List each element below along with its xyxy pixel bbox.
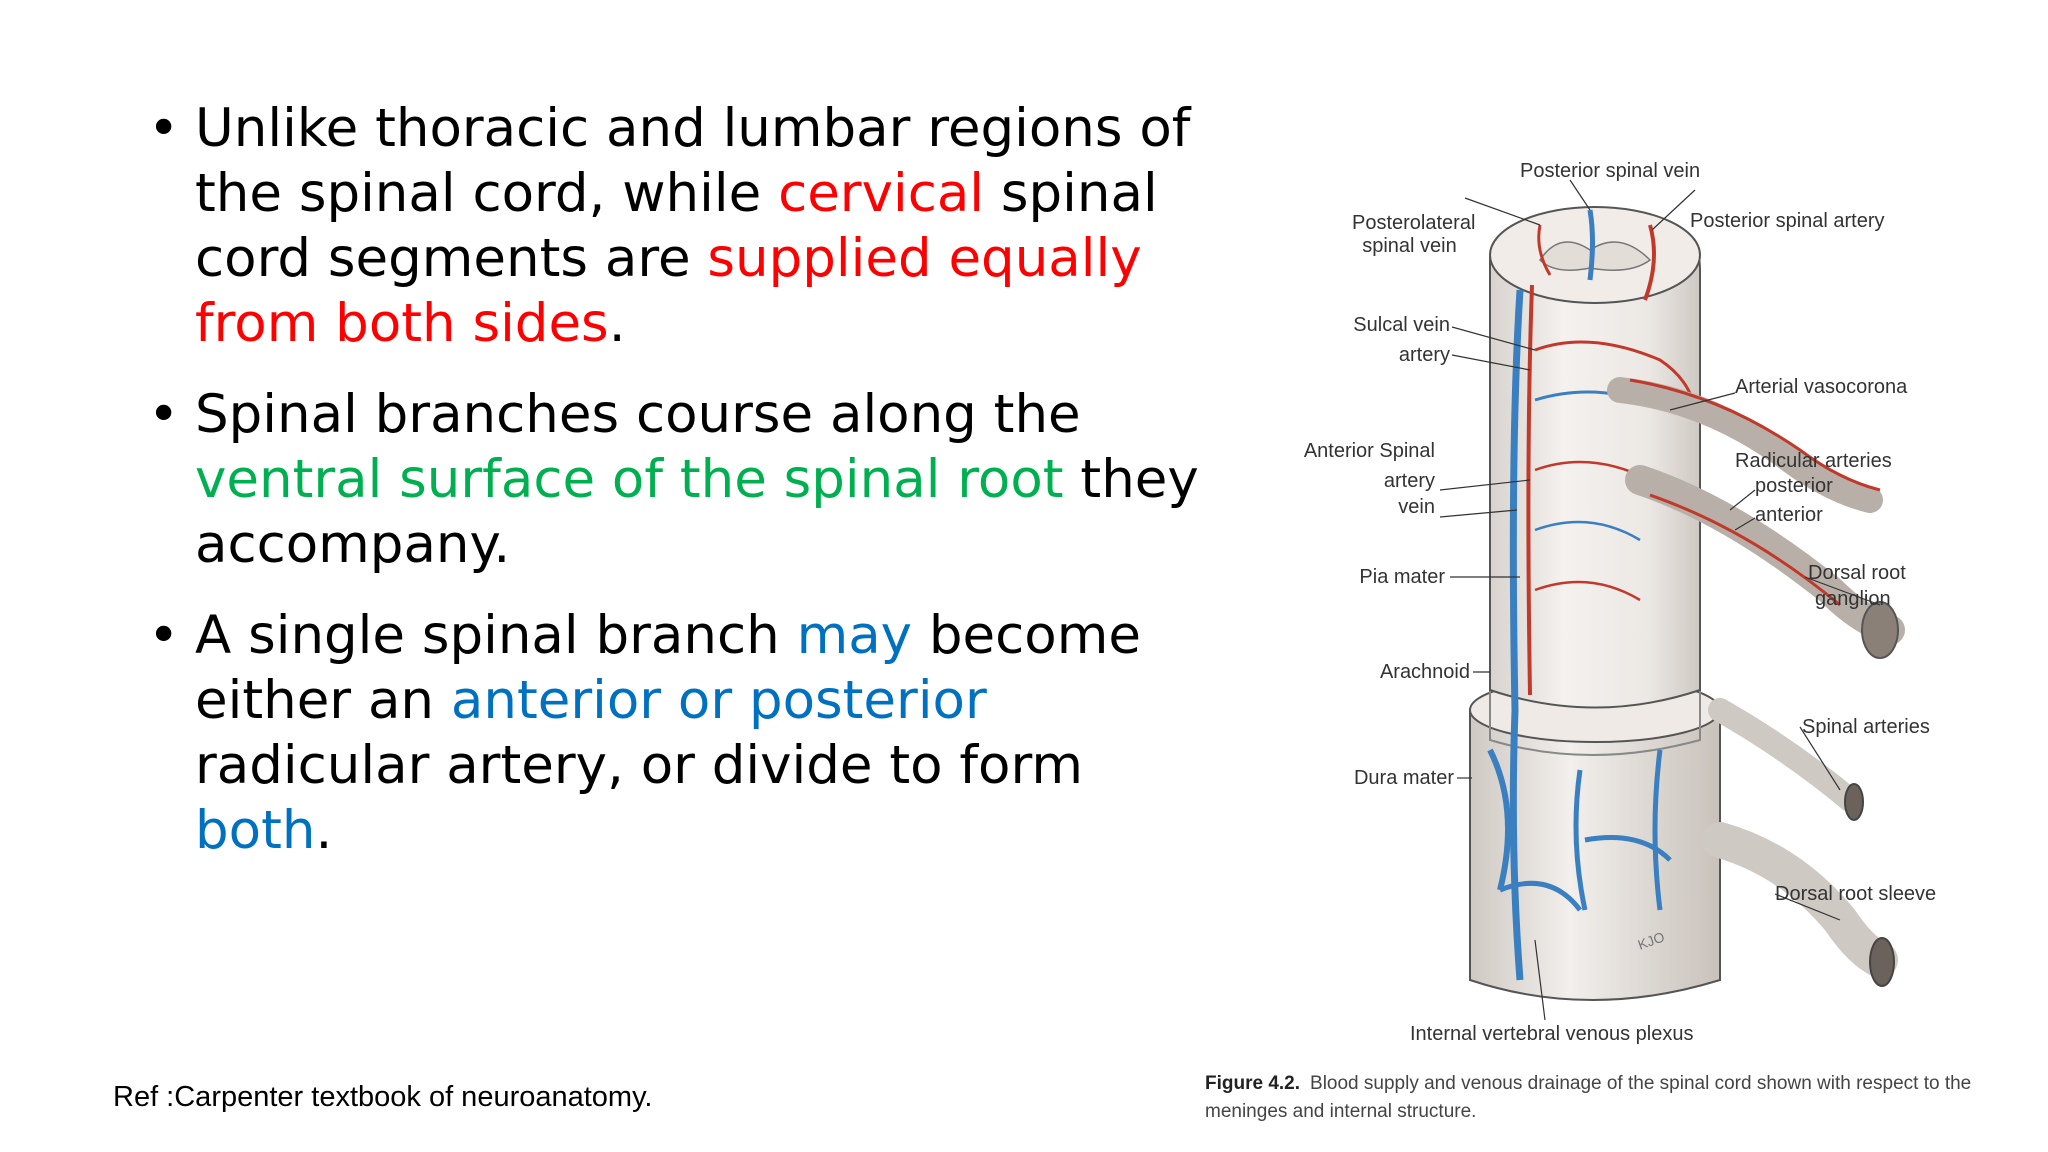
- middle-root-artery: [1649, 493, 1841, 607]
- label-radicular-posterior: posterior: [1755, 475, 1833, 497]
- label-anterior-vein: vein: [1398, 496, 1435, 518]
- label-dorsal-root-ganglion: Dorsal root: [1808, 562, 1906, 584]
- caption-label: Figure 4.2.: [1205, 1073, 1301, 1094]
- bullet-list: •Unlike thoracic and lumbar regions of t…: [148, 96, 1208, 889]
- venous-plexus-5: [1652, 749, 1663, 911]
- figure-caption: Figure 4.2.Blood supply and venous drain…: [1205, 1070, 2035, 1126]
- label-arachnoid: Arachnoid: [1379, 661, 1470, 683]
- bullet-dot: •: [148, 384, 180, 445]
- vasocorona-1: [1534, 340, 1697, 411]
- label-dorsal-root-sleeve: Dorsal root sleeve: [1775, 883, 1937, 905]
- label-internal-venous-plexus: Internal vertebral venous plexus: [1410, 1023, 1694, 1045]
- bullet-dot: •: [148, 98, 180, 159]
- posterior-spinal-vein-vessel: [1587, 209, 1595, 281]
- anatomy-figure: KJO Posterior spinal vein Posterior spin…: [1190, 150, 2040, 1135]
- upper-root: [1607, 377, 1883, 513]
- label-anterior-artery: artery: [1383, 470, 1435, 492]
- venous-plexus-1: [1487, 748, 1511, 891]
- label-posterolateral: Posterolateral: [1352, 212, 1476, 234]
- label-arterial-vasocorona: Arterial vasocorona: [1735, 376, 1908, 398]
- bullet-text-segment: cervical: [778, 163, 985, 224]
- label-sulcal-vein: Sulcal vein: [1353, 314, 1450, 336]
- posterolateral-vein-vessel: [1537, 224, 1552, 276]
- label-anterior-spinal: Anterior Spinal: [1303, 440, 1435, 462]
- bullet-text-segment: radicular artery, or divide to form: [195, 735, 1083, 796]
- bullet-text-segment: supplied equally from both sides: [195, 228, 1142, 354]
- label-posterior-spinal-artery: Posterior spinal artery: [1690, 210, 1885, 232]
- dorsal-root-ganglion-shape: [1861, 601, 1899, 659]
- bullet-item: •Spinal branches course along the ventra…: [148, 382, 1208, 577]
- bullet-text-segment: become either an: [195, 605, 1141, 731]
- bullet-text-segment: may: [796, 605, 913, 666]
- spinal-cord-illustration: KJO: [1439, 179, 1905, 1021]
- posterior-spinal-artery-vessel: [1643, 224, 1656, 301]
- bullet-item: •Unlike thoracic and lumbar regions of t…: [148, 96, 1208, 356]
- bullet-text-segment: Spinal branches course along the: [195, 384, 1081, 445]
- vasocorona-5: [1534, 580, 1641, 602]
- label-sulcal-artery: artery: [1398, 344, 1450, 366]
- anterior-spinal-artery: [1526, 284, 1534, 696]
- label-radicular-anterior: anterior: [1755, 504, 1823, 526]
- venous-plexus-4: [1584, 835, 1672, 862]
- venous-plexus-3: [1573, 769, 1588, 911]
- bullet-text-segment: anterior or posterior: [450, 670, 987, 731]
- leader-lines: [1439, 179, 1881, 1021]
- bullet-text-segment: .: [608, 293, 626, 354]
- bullet-text-segment: A single spinal branch: [195, 605, 797, 666]
- bullet-text-segment: ventral surface of the spinal root: [195, 449, 1064, 510]
- grey-matter: [1539, 241, 1652, 271]
- upper-root-artery: [1629, 378, 1881, 492]
- label-dorsal-root-ganglion-2: ganglion: [1815, 588, 1891, 610]
- bullet-text-segment: .: [315, 800, 333, 861]
- label-dura-mater: Dura mater: [1353, 767, 1454, 789]
- label-radicular-arteries: Radicular arteries: [1735, 450, 1892, 472]
- spinal-artery-branch: [1708, 698, 1862, 812]
- label-pia-mater: Pia mater: [1359, 566, 1445, 588]
- bullet-dot: •: [148, 605, 180, 666]
- label-posterolateral-2: spinal vein: [1362, 235, 1457, 257]
- spinal-artery-stump: [1844, 783, 1864, 821]
- caption-text: Blood supply and venous drainage of the …: [1205, 1073, 1972, 1122]
- bullet-text-segment: spinal cord segments are: [195, 163, 1158, 289]
- dorsal-root-sleeve-end: [1869, 937, 1895, 987]
- reference-note: Ref :Carpenter textbook of neuroanatomy.: [113, 1081, 653, 1113]
- label-posterior-spinal-vein: Posterior spinal vein: [1520, 160, 1701, 182]
- bullet-text-segment: Unlike thoracic and lumbar regions of th…: [195, 98, 1191, 224]
- lower-root: [1702, 822, 1898, 978]
- bullet-text-segment: they accompany.: [195, 449, 1199, 575]
- bullet-text-segment: both: [195, 800, 316, 861]
- label-spinal-arteries: Spinal arteries: [1802, 716, 1930, 738]
- bullet-item: •A single spinal branch may become eithe…: [148, 603, 1208, 863]
- arachnoid-shape: [1489, 670, 1701, 756]
- vasocorona-4: [1534, 520, 1641, 542]
- venous-plexus-2: [1499, 880, 1582, 912]
